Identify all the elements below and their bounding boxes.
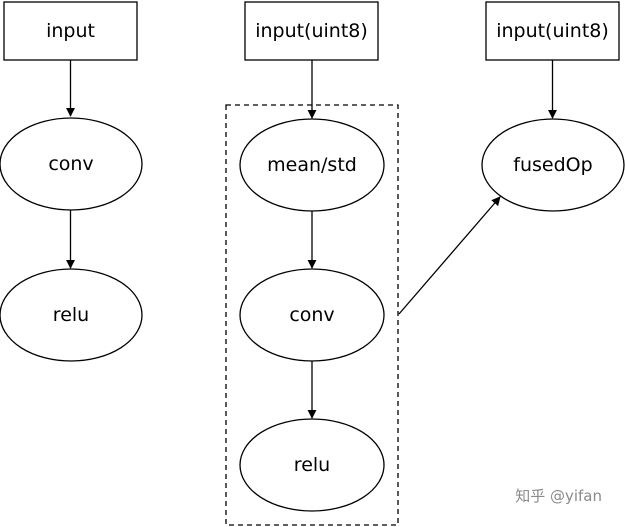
column-preprocess: input(uint8) mean/std conv relu <box>225 1 399 526</box>
conv-node-2-label: conv <box>289 304 334 326</box>
meanstd-node-label: mean/std <box>267 154 357 176</box>
column-fused: input(uint8) fusedOp <box>481 1 625 212</box>
relu-node <box>0 268 143 362</box>
relu-node-2 <box>239 418 385 512</box>
input-box-label: input <box>46 20 95 42</box>
fusedop-node-label: fusedOp <box>513 154 592 176</box>
input-uint8-box <box>244 1 379 61</box>
arrow-fusion-to-fusedop <box>398 196 501 315</box>
watermark: 知乎 @yifan <box>515 487 602 505</box>
conv-node-label: conv <box>48 153 93 175</box>
input-box <box>3 1 138 61</box>
fusedop-node <box>481 118 625 212</box>
input-uint8-box-2-label: input(uint8) <box>496 20 609 42</box>
relu-node-label: relu <box>53 304 89 326</box>
input-uint8-box-label: input(uint8) <box>255 20 368 42</box>
column-original: input conv relu <box>0 1 143 362</box>
relu-node-2-label: relu <box>294 454 330 476</box>
